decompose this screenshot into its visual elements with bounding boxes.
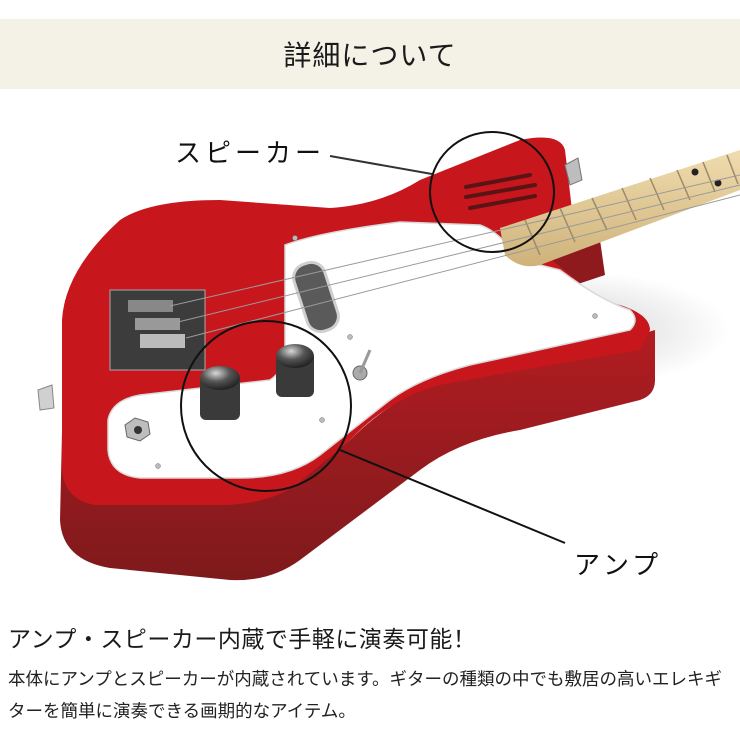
guitar-illustration [0,100,740,600]
feature-description: 本体にアンプとスピーカーが内蔵されています。ギターの種類の中でも敷居の高いエレキ… [8,670,722,722]
section-title: 詳細について [283,39,457,72]
callout-speaker-marker [329,131,555,253]
speaker-callout-label: スピーカー [175,139,326,169]
section-header-band: 詳細について [0,19,740,89]
callout-amp-marker [180,320,566,544]
guitar-image [37,131,740,581]
amp-knobs [200,344,314,420]
bridge [109,289,206,371]
amp-callout-label: アンプ [574,551,663,581]
speaker-grille [464,173,537,210]
feature-headline: アンプ・スピーカー内蔵で手軽に演奏可能！ [8,627,477,653]
